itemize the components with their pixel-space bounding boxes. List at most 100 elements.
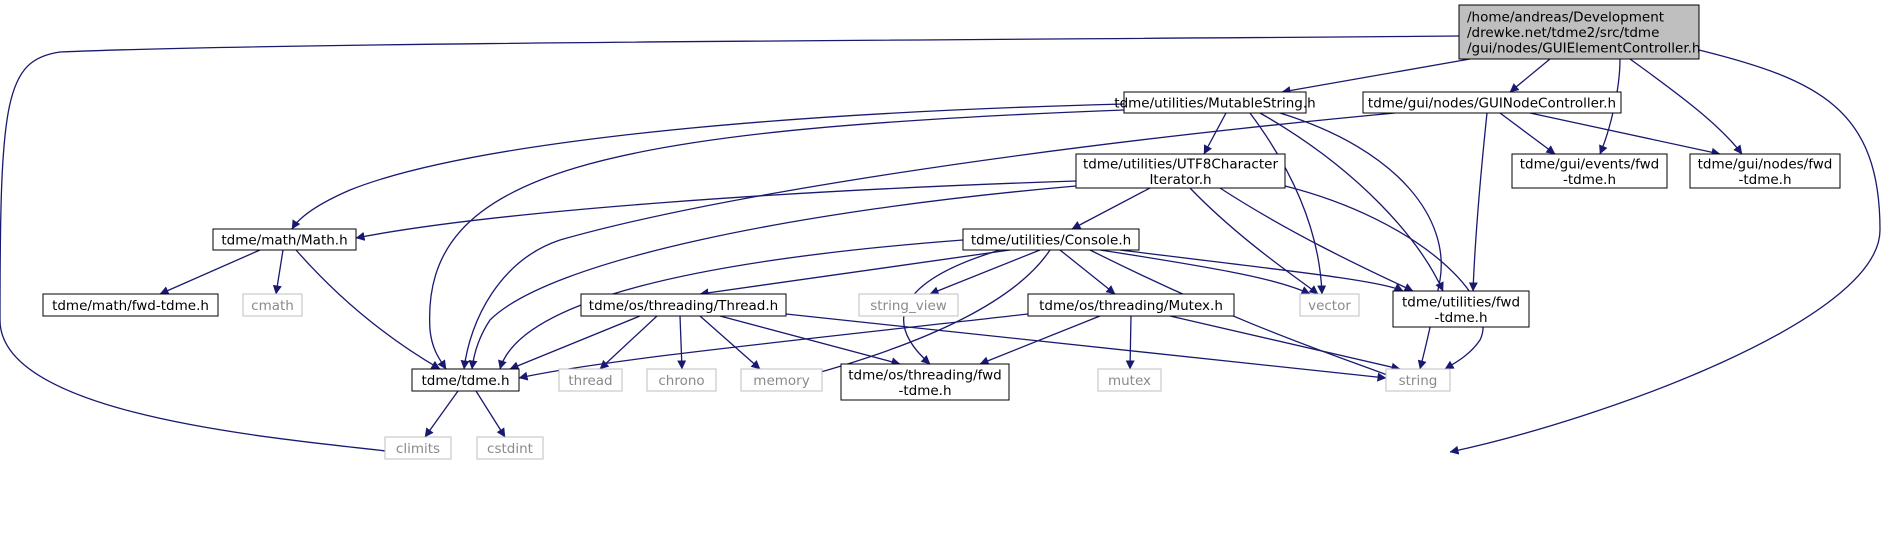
node-chrono[interactable]: chrono — [646, 368, 717, 392]
node-box[interactable] — [1123, 91, 1307, 114]
node-box[interactable] — [1362, 91, 1622, 114]
node-label-line: memory — [753, 373, 809, 389]
node-box[interactable] — [1458, 4, 1700, 60]
node-nodesfwd[interactable]: tdme/gui/nodes/fwd-tdme.h — [1689, 153, 1841, 189]
node-label-line: tdme/os/threading/Thread.h — [589, 298, 778, 314]
node-label-line: vector — [1308, 298, 1351, 314]
node-box[interactable] — [242, 293, 303, 317]
node-box[interactable] — [740, 368, 823, 392]
node-box[interactable] — [1027, 293, 1235, 317]
edge-mutexh-to-threadingfwd — [979, 315, 1101, 366]
node-label-line: tdme/tdme.h — [421, 373, 509, 389]
node-label-line: string — [1399, 373, 1438, 389]
node-label-line: /home/andreas/Development — [1467, 10, 1664, 26]
edge-mutablestring-to-utf8 — [1203, 112, 1227, 155]
node-label-line: tdme/math/Math.h — [221, 233, 347, 249]
node-box[interactable] — [42, 293, 219, 317]
edge-root-to-string — [1449, 49, 1881, 455]
node-label-line: cstdint — [487, 441, 533, 457]
node-mathfwd[interactable]: tdme/math/fwd-tdme.h — [42, 293, 219, 317]
edge-mutablestring-to-vector — [1249, 112, 1327, 295]
node-memory[interactable]: memory — [740, 368, 823, 392]
edge-console-to-thread — [699, 249, 1011, 298]
node-label-line: tdme/math/fwd-tdme.h — [52, 298, 209, 314]
node-label-line: cmath — [251, 298, 294, 314]
node-mutexsys[interactable]: mutex — [1097, 368, 1162, 392]
node-label-line: tdme/gui/events/fwd — [1520, 156, 1659, 172]
node-box[interactable] — [411, 368, 520, 392]
node-cstdint[interactable]: cstdint — [476, 436, 544, 460]
edge-mutablestring-to-tdmeh — [428, 109, 1125, 370]
node-box[interactable] — [1075, 153, 1286, 189]
node-label-line: tdme/gui/nodes/fwd — [1698, 156, 1833, 172]
node-climits[interactable]: climits — [384, 436, 452, 460]
node-label-line: /drewke.net/tdme2/src/tdme — [1467, 25, 1659, 41]
node-mutexh[interactable]: tdme/os/threading/Mutex.h — [1027, 293, 1235, 317]
node-thread[interactable]: tdme/os/threading/Thread.h — [580, 293, 787, 317]
node-box[interactable] — [558, 368, 623, 392]
node-console[interactable]: tdme/utilities/Console.h — [962, 228, 1140, 251]
node-box[interactable] — [840, 363, 1010, 401]
edges-layer — [0, 35, 1881, 458]
node-label-line: -tdme.h — [898, 383, 951, 399]
edge-thread-to-threadsys — [599, 315, 658, 370]
edge-utf8-to-tdmeh — [468, 185, 1077, 370]
node-tdmeh[interactable]: tdme/tdme.h — [411, 368, 520, 392]
node-utilfwd[interactable]: tdme/utilities/fwd-tdme.h — [1392, 290, 1530, 328]
node-box[interactable] — [476, 436, 544, 460]
node-box[interactable] — [962, 228, 1140, 251]
edge-thread-to-threadingfwd — [719, 315, 901, 367]
edge-root-to-guinodecontroller — [1509, 58, 1551, 93]
edge-guinodecontroller-to-nodesfwd — [1529, 112, 1721, 157]
node-threadsys[interactable]: thread — [558, 368, 623, 392]
edge-root-to-nodesfwd — [1629, 58, 1743, 155]
edge-console-to-string_view — [929, 249, 1041, 296]
node-label-line: Iterator.h — [1149, 172, 1211, 188]
node-box[interactable] — [580, 293, 787, 317]
node-box[interactable] — [1392, 290, 1530, 328]
node-label-line: tdme/utilities/UTF8Character — [1083, 156, 1278, 172]
nodes-layer: /home/andreas/Development/drewke.net/tdm… — [42, 4, 1841, 460]
edge-math-to-mathfwd — [159, 249, 261, 295]
edge-utf8-to-console — [1071, 187, 1151, 230]
node-box[interactable] — [858, 293, 959, 317]
edge-mutablestring-to-string — [1279, 112, 1442, 370]
edge-console-to-vector — [1099, 249, 1311, 295]
edge-tdmeh-to-climits — [424, 390, 459, 438]
node-threadingfwd[interactable]: tdme/os/threading/fwd-tdme.h — [840, 363, 1010, 401]
edge-mutexh-to-mutexsys — [1125, 315, 1135, 370]
edge-mutablestring-to-math — [291, 103, 1125, 230]
node-box[interactable] — [1689, 153, 1841, 189]
node-box[interactable] — [384, 436, 452, 460]
node-root[interactable]: /home/andreas/Development/drewke.net/tdm… — [1458, 4, 1700, 60]
edge-math-to-tdmeh — [295, 249, 441, 370]
edge-math-to-cmath — [272, 249, 284, 295]
edge-utf8-to-math — [355, 180, 1077, 241]
edge-console-to-utilfwd — [1119, 249, 1404, 292]
node-label-line: tdme/utilities/MutableString.h — [1114, 96, 1315, 112]
edge-console-to-mutexh — [1059, 249, 1116, 295]
node-mutablestring[interactable]: tdme/utilities/MutableString.h — [1114, 91, 1316, 114]
node-box[interactable] — [1299, 293, 1360, 317]
node-vector[interactable]: vector — [1299, 293, 1360, 317]
node-label-line: /gui/nodes/GUIElementController.h — [1467, 41, 1700, 57]
edge-thread-to-string — [785, 313, 1387, 382]
node-box[interactable] — [212, 228, 357, 251]
node-label-line: thread — [568, 373, 612, 389]
node-label-line: tdme/gui/nodes/GUINodeController.h — [1368, 96, 1616, 112]
node-label-line: -tdme.h — [1738, 172, 1791, 188]
node-cmath[interactable]: cmath — [242, 293, 303, 317]
node-box[interactable] — [1097, 368, 1162, 392]
node-eventsfwd[interactable]: tdme/gui/events/fwd-tdme.h — [1511, 153, 1668, 189]
edge-tdmeh-to-cstdint — [475, 390, 506, 438]
node-string_view[interactable]: string_view — [858, 293, 959, 317]
node-math[interactable]: tdme/math/Math.h — [212, 228, 357, 251]
edge-guinodecontroller-to-tdmeh — [460, 112, 1396, 370]
node-string[interactable]: string — [1385, 368, 1451, 392]
node-box[interactable] — [1385, 368, 1451, 392]
node-box[interactable] — [646, 368, 717, 392]
edge-root-to-tdmeh — [0, 35, 1460, 458]
node-guinodecontroller[interactable]: tdme/gui/nodes/GUINodeController.h — [1362, 91, 1622, 114]
node-box[interactable] — [1511, 153, 1668, 189]
